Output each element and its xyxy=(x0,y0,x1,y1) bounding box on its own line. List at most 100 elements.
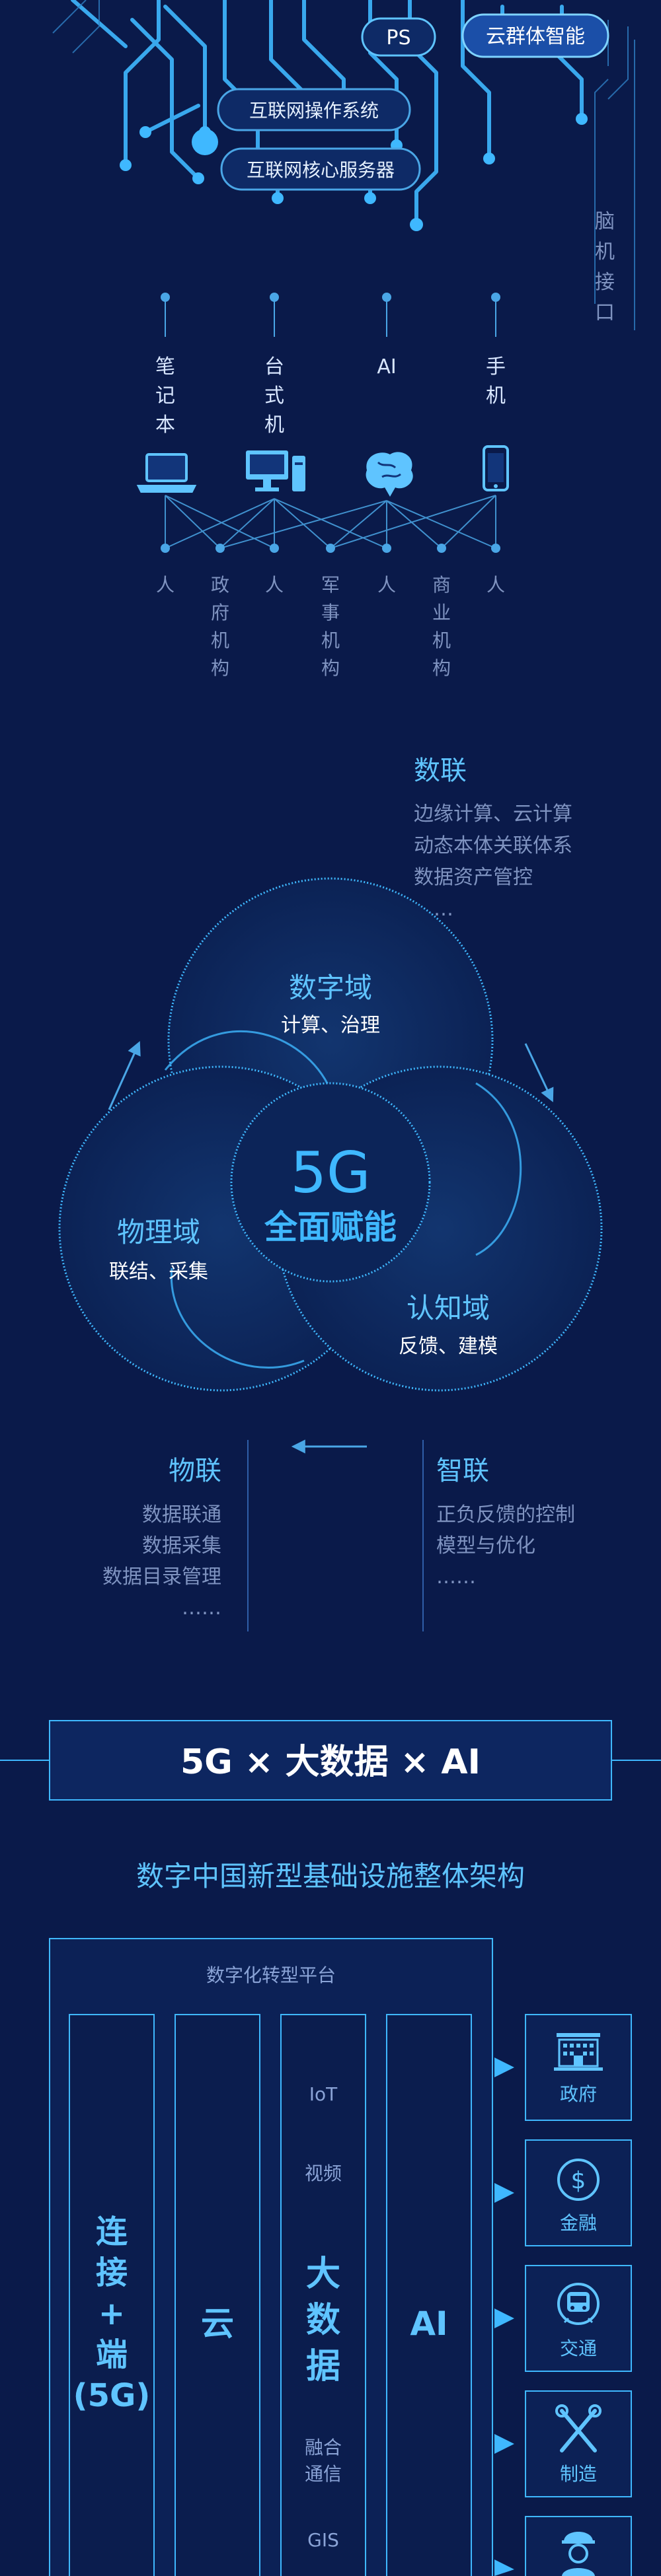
chip-ps-label: PS xyxy=(386,26,410,50)
swirl-curve xyxy=(475,1082,522,1256)
sector-transport[interactable]: 交通 xyxy=(525,2265,632,2372)
device-stem-dots xyxy=(161,293,500,302)
annotation-zhilian-line: 模型与优化 xyxy=(436,1534,535,1557)
sector-arrow xyxy=(494,2057,514,2077)
cognitive-domain-title: 认知域 xyxy=(407,1292,490,1324)
column-ai xyxy=(386,2014,472,2576)
platform: 数字化转型平台 连接+端(5G) 云 IoT 视频 大数据 融合通信 GIS A… xyxy=(49,1938,493,2576)
entity-network-lines xyxy=(165,495,496,549)
laptop-icon xyxy=(136,453,197,493)
annotation-wulian: 物联 数据联通 数据采集 数据目录管理 …… xyxy=(102,1456,221,1620)
annotation-zhilian: 智联 正负反馈的控制 模型与优化 …… xyxy=(436,1456,575,1589)
column-bigdata xyxy=(280,2014,366,2576)
circuit-thin-traces xyxy=(52,0,635,330)
entity-label: 商业机构 xyxy=(432,574,451,679)
sector-label: 政府 xyxy=(560,2083,597,2105)
side-label-text: 脑机接口 xyxy=(595,210,615,324)
annotation-wulian-title: 物联 xyxy=(169,1456,221,1486)
device-label-ai: AI xyxy=(377,355,396,378)
banner: 5G × 大数据 × AI xyxy=(0,1720,661,1801)
entity-label: 人 xyxy=(377,574,396,596)
worker-icon xyxy=(562,2532,595,2576)
device-label-desktop: 台式机 xyxy=(264,355,284,437)
device-row: 笔记本 台式机 AI 手机 xyxy=(136,293,509,679)
annotation-zhilian-title: 智联 xyxy=(436,1456,489,1486)
annotation-shulian-title: 数联 xyxy=(414,756,467,786)
entity-label: 人 xyxy=(156,574,175,596)
column-cloud-label: 云 xyxy=(201,2305,234,2343)
annotation-shulian-line: 数据资产管控 xyxy=(414,866,533,889)
annotation-shulian-line: 边缘计算、云计算 xyxy=(414,803,572,826)
annotation-zhilian-line: 正负反馈的控制 xyxy=(436,1503,575,1526)
sector-arrow xyxy=(494,2183,514,2203)
sector-label: 金融 xyxy=(560,2212,597,2234)
chip-core-server: 互联网核心服务器 xyxy=(220,147,421,191)
arch-title: 数字中国新型基础设施整体架构 xyxy=(136,1860,525,1892)
entity-label: 人 xyxy=(265,574,284,596)
column-ai-label: AI xyxy=(410,2305,447,2343)
annotation-shulian-line: 动态本体关联体系 xyxy=(414,834,572,857)
platform-title: 数字化转型平台 xyxy=(206,1964,336,1986)
column-bigdata-tag: GIS xyxy=(307,2529,339,2551)
column-cloud xyxy=(175,2014,260,2576)
column-bigdata-label: 大数据 xyxy=(306,2254,340,2386)
government-icon xyxy=(554,2033,603,2071)
banner-text: 5G × 大数据 × AI xyxy=(180,1742,481,1782)
sector-label: 制造 xyxy=(560,2463,597,2485)
swirl-curve xyxy=(164,1030,332,1091)
entity-label: 人 xyxy=(486,574,505,596)
banner-box xyxy=(49,1720,612,1801)
domain-triad: 数联 边缘计算、云计算 动态本体关联体系 数据资产管控 …… 5G 全面赋能 数… xyxy=(58,733,603,1631)
center-core xyxy=(230,1082,431,1283)
brain-icon xyxy=(366,452,413,497)
sector-finance[interactable]: $ 金融 xyxy=(525,2139,632,2246)
sectors: 政府 $ 金融 交通 xyxy=(494,2014,632,2576)
chip-core-server-label: 互联网核心服务器 xyxy=(247,159,395,181)
tools-icon xyxy=(555,2404,602,2452)
circuit-board: PS 云群体智能 互联网操作系统 互联网核心服务器 脑机接口 xyxy=(52,0,635,330)
center-5g: 5G xyxy=(290,1140,370,1206)
column-bigdata-tag: 融合通信 xyxy=(305,2437,342,2485)
column-connect xyxy=(69,2014,155,2576)
device-label-phone: 手机 xyxy=(486,355,506,408)
sector-arrow xyxy=(494,2308,514,2328)
digital-domain-title: 数字域 xyxy=(289,972,372,1004)
chip-cloud-swarm-label: 云群体智能 xyxy=(486,25,585,48)
center-empower: 全面赋能 xyxy=(264,1208,397,1246)
column-bigdata-tag: 视频 xyxy=(305,2163,342,2184)
annotation-wulian-line: 数据采集 xyxy=(142,1534,221,1557)
physical-domain-title: 物理域 xyxy=(117,1216,200,1248)
sector-arrow xyxy=(494,2559,514,2576)
chip-ps: PS xyxy=(361,17,436,57)
sector-manufacturing[interactable]: 制造 xyxy=(525,2390,632,2497)
sector-partial[interactable] xyxy=(525,2516,632,2576)
annotation-zhilian-line: …… xyxy=(436,1565,476,1589)
cognitive-domain-sub: 反馈、建模 xyxy=(399,1335,498,1358)
annotation-shulian: 数联 边缘计算、云计算 动态本体关联体系 数据资产管控 …… xyxy=(414,756,572,921)
device-stems xyxy=(165,297,496,337)
svg-text:$: $ xyxy=(571,2167,586,2194)
digital-domain-sub: 计算、治理 xyxy=(281,1014,380,1037)
column-bigdata-tag: IoT xyxy=(309,2083,338,2105)
side-label-brain-interface: 脑机接口 xyxy=(595,210,615,324)
sector-label: 交通 xyxy=(560,2338,597,2359)
train-icon xyxy=(557,2283,600,2325)
chip-cloud-swarm: 云群体智能 xyxy=(461,13,609,58)
annotation-wulian-line: 数据目录管理 xyxy=(102,1565,221,1589)
device-label-laptop: 笔记本 xyxy=(155,355,175,437)
annotation-wulian-line: …… xyxy=(182,1596,221,1620)
entity-labels: 人 政府机构 人 军事机构 人 商业机构 人 xyxy=(156,574,505,679)
column-connect-label: 连接+端(5G) xyxy=(73,2213,151,2414)
swirl-curve xyxy=(170,1268,305,1369)
entity-dots xyxy=(161,544,500,553)
sector-government[interactable]: 政府 xyxy=(525,2014,632,2121)
finance-icon: $ xyxy=(557,2159,600,2201)
phone-icon xyxy=(483,445,509,491)
cycle-arrow xyxy=(524,1043,554,1102)
physical-domain-sub: 联结、采集 xyxy=(109,1260,208,1283)
chip-internet-os: 互联网操作系统 xyxy=(217,88,411,131)
sector-arrow xyxy=(494,2434,514,2454)
desktop-icon xyxy=(246,450,305,491)
entity-label: 军事机构 xyxy=(321,574,340,679)
